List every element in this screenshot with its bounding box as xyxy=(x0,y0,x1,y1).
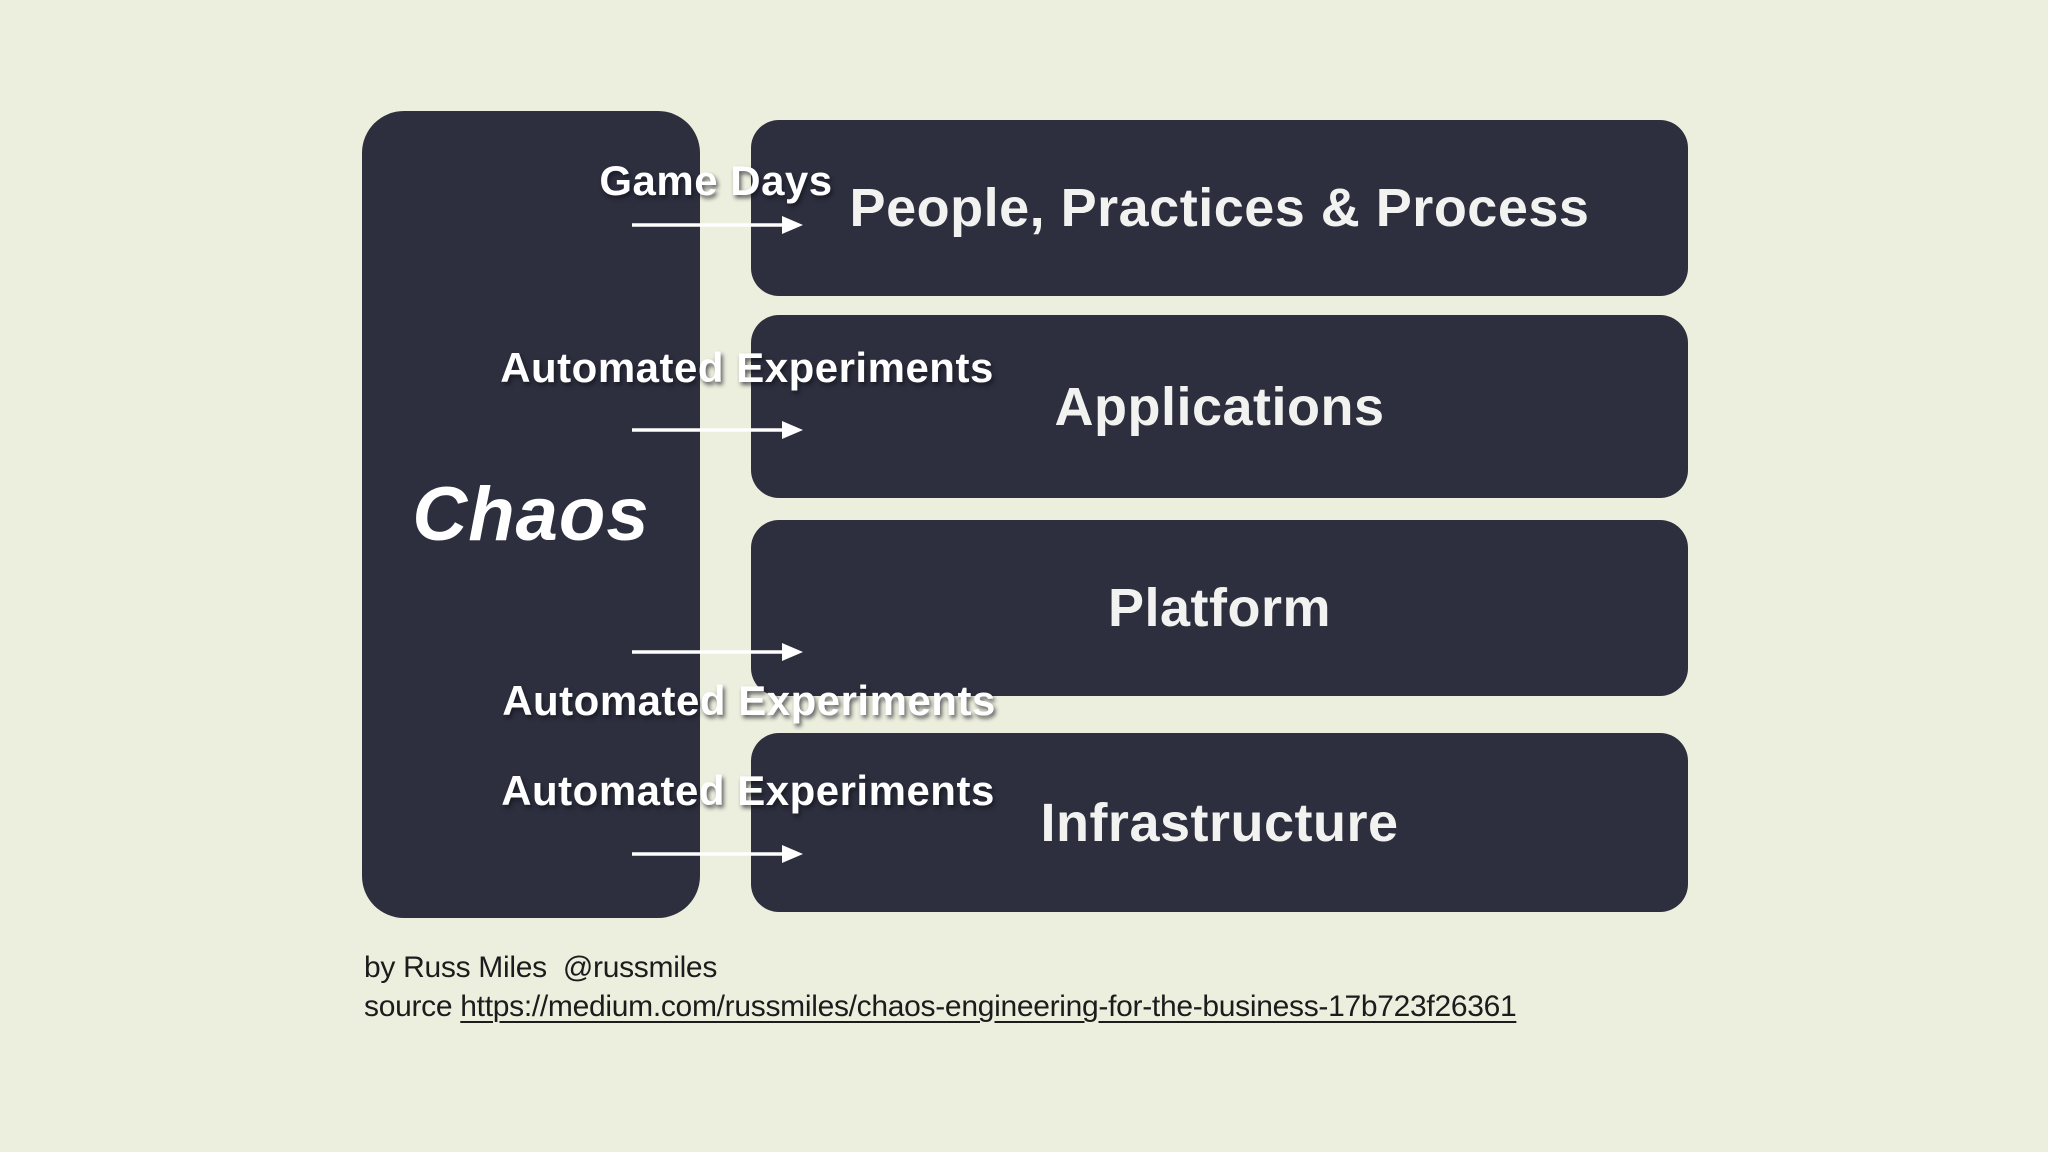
source-line: source https://medium.com/russmiles/chao… xyxy=(364,987,1517,1026)
target-box-label: Infrastructure xyxy=(1040,792,1399,853)
target-box-label: Applications xyxy=(1054,376,1385,437)
target-box-label: Platform xyxy=(1107,578,1332,638)
target-box-applications: Applications xyxy=(751,315,1688,498)
target-box-platform: Platform xyxy=(751,520,1688,696)
chaos-source-box: Chaos xyxy=(362,111,700,918)
arrow-label-game-days: Game Days xyxy=(599,157,833,204)
arrow-label-automated-experiments-infrastructure: Automated Experiments xyxy=(501,767,995,814)
byline-text: by Russ Miles @russmiles xyxy=(364,951,718,984)
arrow-label-automated-experiments-applications: Automated Experiments xyxy=(500,344,994,391)
attribution: by Russ Miles @russmiles source https://… xyxy=(364,948,1517,1026)
target-box-infrastructure: Infrastructure xyxy=(751,733,1688,912)
right-arrow-icon xyxy=(632,216,803,234)
source-link[interactable]: https://medium.com/russmiles/chaos-engin… xyxy=(460,990,1517,1023)
right-arrow-icon xyxy=(632,643,803,661)
right-arrow-icon xyxy=(632,845,803,863)
source-prefix: source xyxy=(364,990,461,1023)
target-box-people-practices-process: People, Practices & Process xyxy=(751,120,1688,296)
arrow-label-automated-experiments-platform: Automated Experiments xyxy=(502,677,996,724)
target-box-label: People, Practices & Process xyxy=(849,178,1590,238)
chaos-label: Chaos xyxy=(412,472,650,557)
right-arrow-icon xyxy=(632,421,803,439)
